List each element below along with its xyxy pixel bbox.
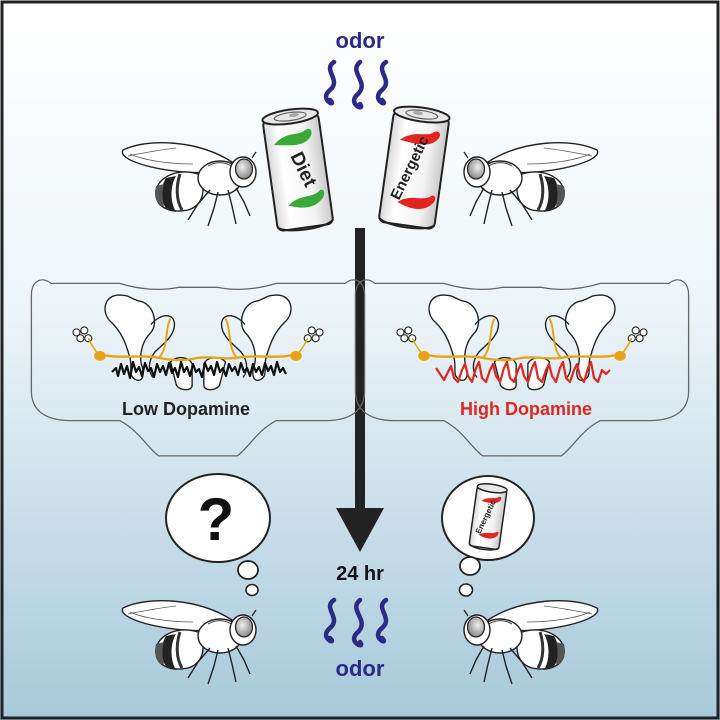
- odor-waves-top: [323, 59, 389, 110]
- thought-energetic-can: Energetic: [468, 483, 508, 551]
- time-label: 24 hr: [336, 563, 384, 585]
- dopamine-trace-high: [435, 360, 611, 384]
- low-dopamine-label: Low Dopamine: [122, 399, 250, 419]
- odor-label-bottom: odor: [336, 656, 385, 681]
- thought-bubble-left: [165, 473, 271, 597]
- diet-can: Diet: [261, 107, 334, 232]
- high-dopamine-label: High Dopamine: [460, 399, 592, 419]
- dopamine-trace-low: [111, 360, 287, 380]
- odor-label-top: odor: [336, 28, 385, 53]
- odor-waves-bottom: [323, 597, 389, 648]
- energetic-can: Energetic: [378, 105, 451, 230]
- time-arrow: [336, 228, 384, 552]
- question-mark: ?: [198, 486, 235, 553]
